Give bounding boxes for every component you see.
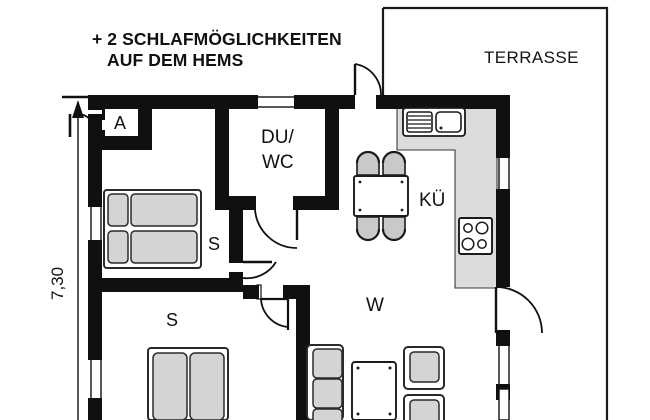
window-frames: [88, 95, 510, 420]
door-bathroom: [251, 196, 299, 249]
dimension-line-vertical: [62, 95, 94, 420]
door-main-entrance: [350, 63, 382, 109]
door-terrace-side: [494, 282, 543, 335]
room-label-bath-line1: DU/: [261, 127, 294, 148]
room-label-living: W: [366, 295, 384, 316]
room-label-bedroom-upper: S: [208, 234, 221, 254]
terrasse-outline: [381, 6, 609, 420]
dining-set: [353, 150, 409, 242]
coffee-table: [351, 361, 397, 420]
door-bedroom-upper: [229, 258, 277, 280]
room-label-kitchen: KÜ: [419, 190, 446, 211]
armchair-lower: [403, 394, 445, 420]
double-bed: [147, 347, 229, 420]
kitchen-stove: [458, 217, 493, 255]
door-living-hall: [255, 284, 290, 330]
kitchen-sink: [402, 107, 466, 137]
room-label-terrasse: TERRASSE: [484, 48, 579, 67]
room-label-entry-a: A: [114, 113, 127, 133]
dimension-label-height: 7,30: [48, 266, 67, 300]
sofa: [306, 344, 344, 420]
note-line-1: + 2 SCHLAFMÖGLICHKEITEN: [92, 29, 342, 49]
room-label-bedroom-lower: S: [166, 310, 179, 330]
note-line-2: AUF DEM HEMS: [107, 50, 244, 70]
interior-walls: [102, 95, 339, 420]
armchair-upper: [403, 346, 445, 390]
room-label-bath-line2: WC: [262, 152, 294, 173]
twin-beds: [103, 189, 202, 269]
